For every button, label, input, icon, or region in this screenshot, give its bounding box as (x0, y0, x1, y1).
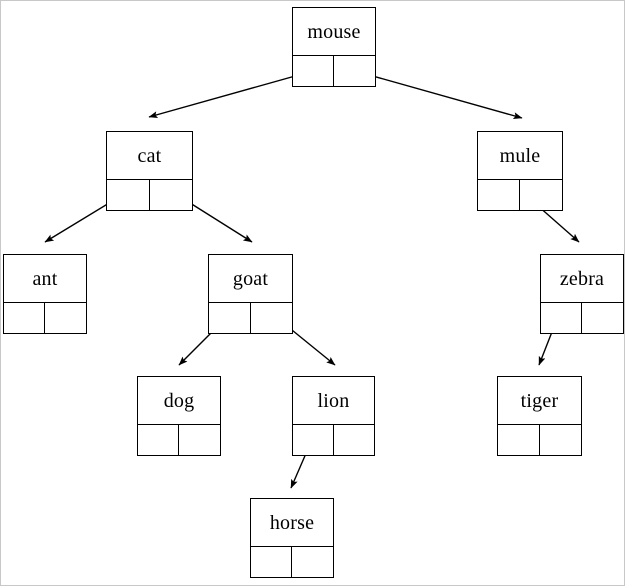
node-pointers-ant (4, 303, 86, 333)
tree-node-zebra[interactable]: zebra (540, 254, 624, 334)
node-label-zebra: zebra (541, 255, 623, 303)
tree-node-lion[interactable]: lion (292, 376, 375, 456)
left-pointer-cell-cat[interactable] (107, 180, 150, 210)
right-pointer-cell-zebra[interactable] (582, 303, 623, 333)
node-label-lion: lion (293, 377, 374, 425)
node-label-goat: goat (209, 255, 292, 303)
edge-mouse-cat (148, 70, 314, 119)
node-pointers-tiger (498, 425, 581, 455)
right-pointer-cell-cat[interactable] (150, 180, 193, 210)
left-pointer-cell-goat[interactable] (209, 303, 251, 333)
right-pointer-cell-lion[interactable] (334, 425, 375, 455)
right-pointer-cell-horse[interactable] (292, 547, 333, 577)
right-pointer-cell-goat[interactable] (251, 303, 293, 333)
left-pointer-cell-dog[interactable] (138, 425, 179, 455)
right-pointer-cell-ant[interactable] (45, 303, 86, 333)
right-pointer-cell-mule[interactable] (520, 180, 562, 210)
left-pointer-cell-mule[interactable] (478, 180, 520, 210)
node-pointers-dog (138, 425, 220, 455)
node-pointers-mouse (293, 56, 375, 86)
left-pointer-cell-ant[interactable] (4, 303, 45, 333)
edge-mouse-mule (354, 70, 523, 120)
left-pointer-cell-lion[interactable] (293, 425, 334, 455)
node-pointers-cat (107, 180, 192, 210)
node-pointers-goat (209, 303, 292, 333)
tree-node-horse[interactable]: horse (250, 498, 334, 578)
left-pointer-cell-tiger[interactable] (498, 425, 540, 455)
node-label-dog: dog (138, 377, 220, 425)
right-pointer-cell-tiger[interactable] (540, 425, 582, 455)
tree-node-dog[interactable]: dog (137, 376, 221, 456)
right-pointer-cell-dog[interactable] (179, 425, 220, 455)
node-pointers-zebra (541, 303, 623, 333)
tree-node-ant[interactable]: ant (3, 254, 87, 334)
node-label-mouse: mouse (293, 8, 375, 56)
tree-node-mule[interactable]: mule (477, 131, 563, 211)
right-pointer-cell-mouse[interactable] (334, 56, 375, 86)
tree-node-mouse[interactable]: mouse (292, 7, 376, 87)
tree-node-goat[interactable]: goat (208, 254, 293, 334)
node-label-tiger: tiger (498, 377, 581, 425)
tree-node-tiger[interactable]: tiger (497, 376, 582, 456)
node-pointers-lion (293, 425, 374, 455)
left-pointer-cell-horse[interactable] (251, 547, 292, 577)
tree-node-cat[interactable]: cat (106, 131, 193, 211)
node-pointers-horse (251, 547, 333, 577)
left-pointer-cell-zebra[interactable] (541, 303, 582, 333)
node-label-ant: ant (4, 255, 86, 303)
node-label-cat: cat (107, 132, 192, 180)
node-label-horse: horse (251, 499, 333, 547)
node-pointers-mule (478, 180, 562, 210)
left-pointer-cell-mouse[interactable] (293, 56, 334, 86)
node-label-mule: mule (478, 132, 562, 180)
